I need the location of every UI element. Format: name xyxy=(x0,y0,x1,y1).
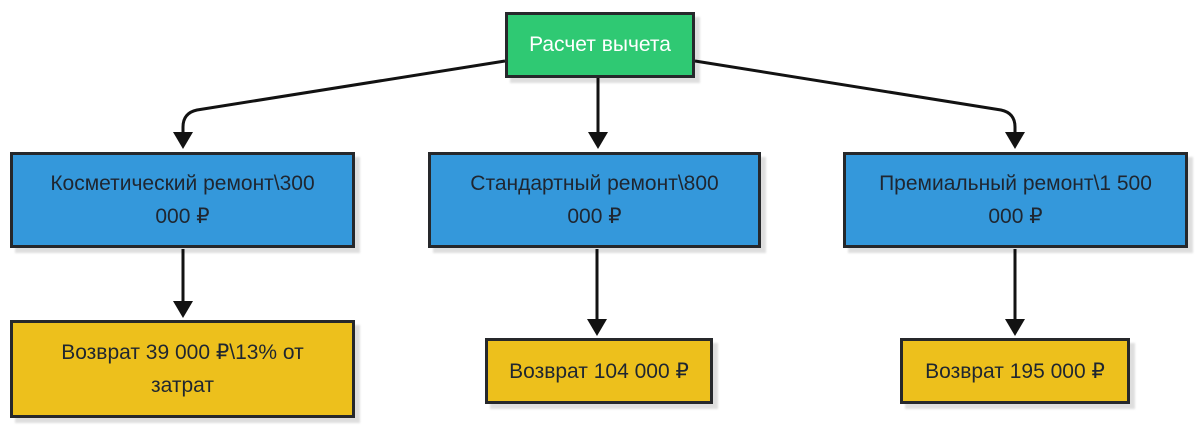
node-refund-premium-label: Возврат 195 000 ₽ xyxy=(925,359,1105,383)
arrow-standard-to-refund xyxy=(587,249,607,336)
arrow-root-to-premium xyxy=(694,59,1025,149)
node-standard-repair: Стандартный ремонт\800 000 ₽ xyxy=(428,152,761,248)
node-refund-cosmetic-label: Возврат 39 000 ₽\13% от затрат xyxy=(61,341,304,397)
arrow-root-to-cosmetic xyxy=(173,59,506,149)
node-root-calculation: Расчет вычета xyxy=(505,12,695,78)
node-root-label: Расчет вычета xyxy=(529,33,671,56)
node-refund-cosmetic: Возврат 39 000 ₽\13% от затрат xyxy=(10,320,355,418)
node-premium-repair-label: Премиальный ремонт\1 500 000 ₽ xyxy=(879,172,1152,228)
arrow-cosmetic-to-refund xyxy=(173,249,193,318)
node-refund-standard: Возврат 104 000 ₽ xyxy=(485,338,713,404)
node-refund-standard-label: Возврат 104 000 ₽ xyxy=(509,359,689,383)
arrow-root-to-standard xyxy=(588,78,608,149)
node-refund-premium: Возврат 195 000 ₽ xyxy=(900,338,1130,404)
node-premium-repair: Премиальный ремонт\1 500 000 ₽ xyxy=(843,152,1188,248)
node-cosmetic-repair-label: Косметический ремонт\300 000 ₽ xyxy=(50,172,315,228)
node-standard-repair-label: Стандартный ремонт\800 000 ₽ xyxy=(470,172,719,228)
node-cosmetic-repair: Косметический ремонт\300 000 ₽ xyxy=(10,152,355,248)
arrow-premium-to-refund xyxy=(1005,249,1025,336)
